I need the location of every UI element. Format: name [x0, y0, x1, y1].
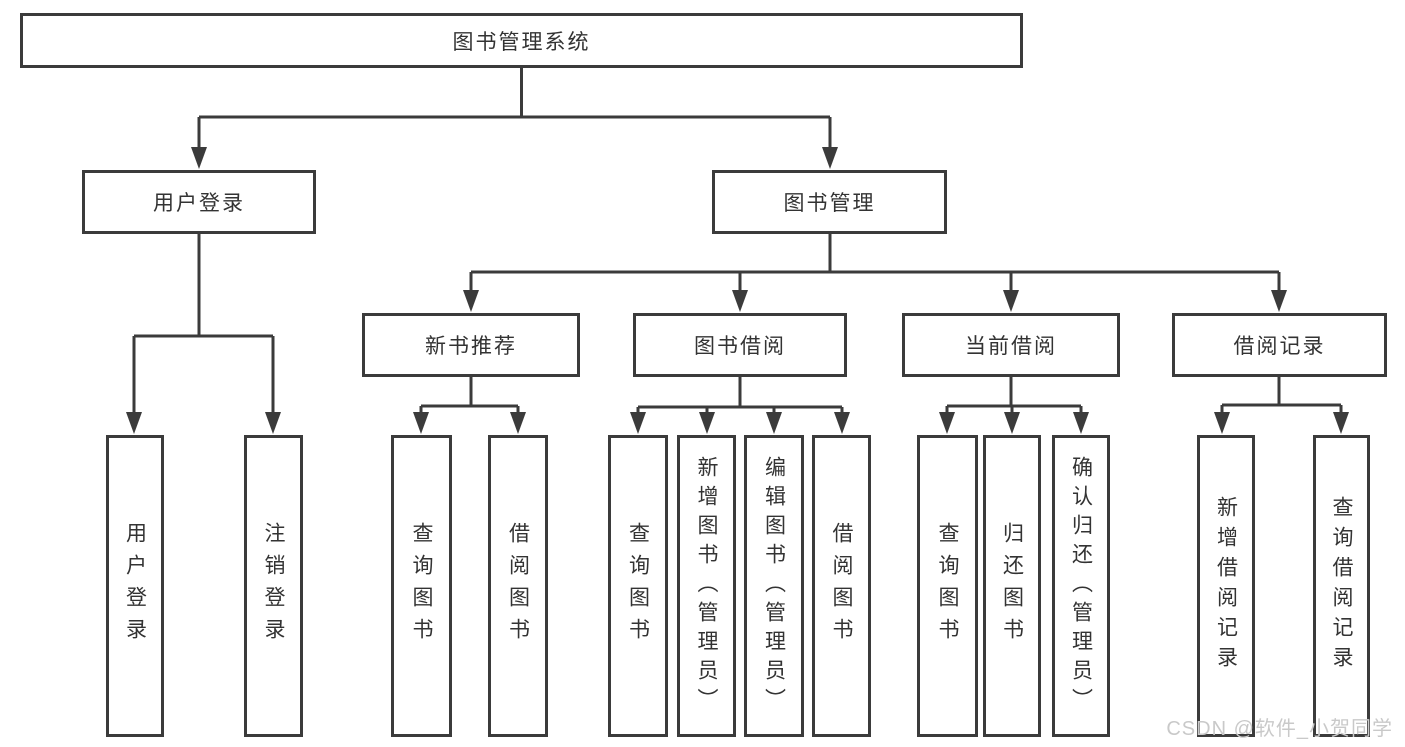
node-return-books: 归还图书	[983, 435, 1041, 737]
node-book-management-label: 图书管理	[783, 192, 876, 215]
node-query-borrow-record-label: 查询借阅记录	[1330, 496, 1353, 676]
node-query-books-borrow: 查询图书	[608, 435, 668, 737]
node-current-borrowing-label: 当前借阅	[965, 335, 1057, 358]
node-edit-books-admin: 编辑图书（管理员）	[744, 435, 804, 737]
node-edit-books-admin-label: 编辑图书（管理员）	[762, 455, 786, 717]
node-logout-leaf: 注销登录	[244, 435, 303, 737]
node-query-books-current-label: 查询图书	[936, 522, 959, 650]
node-logout-leaf-label: 注销登录	[262, 522, 285, 650]
node-new-book-recommendation: 新书推荐	[362, 313, 580, 377]
node-query-books-borrow-label: 查询图书	[626, 522, 650, 650]
node-add-borrow-record: 新增借阅记录	[1197, 435, 1255, 737]
node-user-login-leaf: 用户登录	[106, 435, 164, 737]
node-query-borrow-record: 查询借阅记录	[1313, 435, 1370, 737]
csdn-watermark: CSDN @软件_小贺同学	[1166, 718, 1393, 740]
node-library-system-label: 图书管理系统	[452, 30, 591, 54]
node-new-book-recommendation-label: 新书推荐	[425, 335, 517, 358]
node-book-borrowing: 图书借阅	[633, 313, 847, 377]
node-borrowing-records-label: 借阅记录	[1233, 335, 1326, 358]
node-borrow-books-recommend-label: 借阅图书	[506, 522, 530, 650]
node-query-books-current: 查询图书	[917, 435, 978, 737]
node-user-login-leaf-label: 用户登录	[123, 522, 147, 650]
node-user-login: 用户登录	[82, 170, 316, 234]
node-query-books-recommend-label: 查询图书	[410, 522, 433, 650]
node-user-login-label: 用户登录	[153, 192, 245, 215]
node-book-borrowing-label: 图书借阅	[694, 335, 786, 358]
node-confirm-return-admin-label: 确认归还（管理员）	[1069, 455, 1093, 717]
node-add-books-admin-label: 新增图书（管理员）	[695, 455, 718, 717]
arrowheads	[126, 147, 1349, 434]
node-borrowing-records: 借阅记录	[1172, 313, 1387, 377]
node-library-system: 图书管理系统	[20, 13, 1023, 68]
node-book-management: 图书管理	[712, 170, 947, 234]
node-borrow-books-leaf-label: 借阅图书	[830, 522, 853, 650]
node-current-borrowing: 当前借阅	[902, 313, 1120, 377]
node-borrow-books-recommend: 借阅图书	[488, 435, 548, 737]
node-add-borrow-record-label: 新增借阅记录	[1214, 496, 1238, 676]
node-return-books-label: 归还图书	[1000, 522, 1024, 650]
node-confirm-return-admin: 确认归还（管理员）	[1052, 435, 1110, 737]
node-borrow-books-leaf: 借阅图书	[812, 435, 871, 737]
node-add-books-admin: 新增图书（管理员）	[677, 435, 736, 737]
node-query-books-recommend: 查询图书	[391, 435, 452, 737]
